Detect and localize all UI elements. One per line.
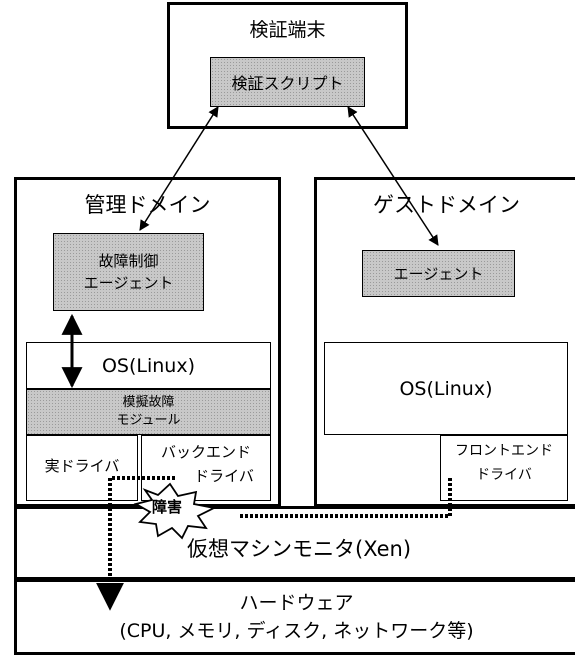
management-os-box: OS(Linux) xyxy=(26,342,271,389)
fault-emulation-module-box: 模擬故障 モジュール xyxy=(26,389,271,435)
verification-script-label: 検証スクリプト xyxy=(231,74,344,93)
fault-control-agent-line2: エージェント xyxy=(83,274,174,292)
management-os-label: OS(Linux) xyxy=(101,354,196,377)
vmm-box: 仮想マシンモニタ(Xen) xyxy=(14,506,575,580)
frontend-driver-line1: フロントエンド xyxy=(455,443,553,459)
fault-emulation-line2: モジュール xyxy=(116,413,181,428)
backend-driver-line1: バックエンド xyxy=(160,443,251,461)
guest-agent-box: エージェント xyxy=(362,250,515,297)
guest-os-label: OS(Linux) xyxy=(399,377,493,400)
fault-emulation-line1: 模擬故障 xyxy=(122,395,175,410)
frontend-driver-line2: ドライバ xyxy=(476,467,532,483)
hardware-box: ハードウェア (CPU, メモリ, ディスク, ネットワーク等) xyxy=(14,579,575,655)
management-domain-title: 管理ドメイン xyxy=(84,193,211,217)
guest-os-box: OS(Linux) xyxy=(324,342,568,435)
vmm-label: 仮想マシンモニタ(Xen) xyxy=(187,537,412,561)
guest-agent-label: エージェント xyxy=(393,265,484,283)
guest-domain-title: ゲストドメイン xyxy=(373,193,520,217)
real-driver-box: 実ドライバ xyxy=(26,435,138,501)
fault-control-agent-line1: 故障制御 xyxy=(98,252,159,270)
verification-script-box: 検証スクリプト xyxy=(210,57,365,107)
fault-control-agent-box: 故障制御 エージェント xyxy=(53,233,204,311)
backend-driver-box: バックエンド ドライバ xyxy=(141,435,271,501)
backend-driver-line2: ドライバ xyxy=(194,467,254,485)
hardware-subtitle: (CPU, メモリ, ディスク, ネットワーク等) xyxy=(119,620,474,642)
hardware-title: ハードウェア xyxy=(239,592,354,614)
verification-terminal-title: 検証端末 xyxy=(249,19,326,41)
fault-label: 障害 xyxy=(152,498,183,516)
frontend-driver-box: フロントエンド ドライバ xyxy=(440,435,568,501)
real-driver-label: 実ドライバ xyxy=(44,457,120,475)
verification-terminal-box: 検証端末 検証スクリプト xyxy=(167,2,408,129)
